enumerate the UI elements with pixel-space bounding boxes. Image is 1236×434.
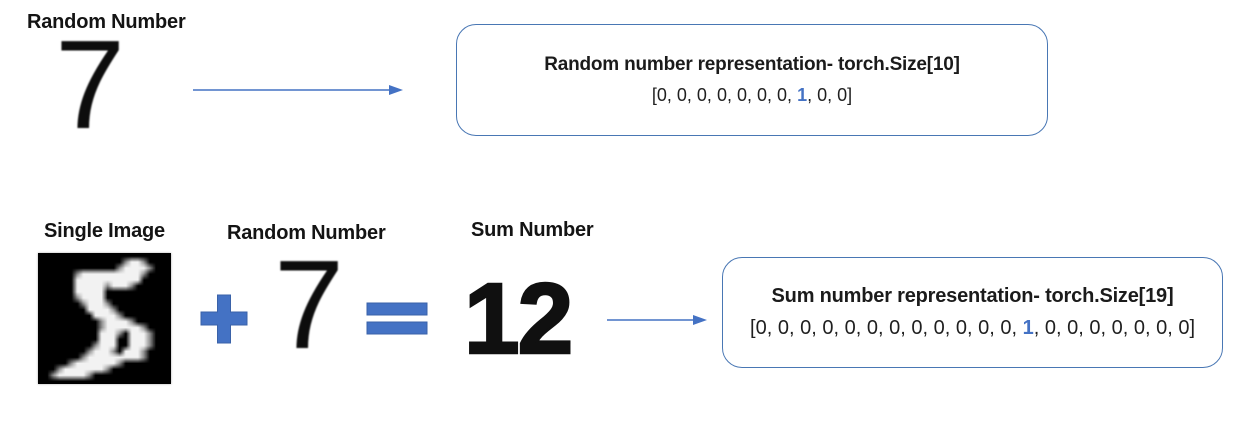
flow-arrow-icon-top (193, 85, 403, 95)
plus-icon (200, 294, 248, 344)
sum-representation-vector: [0, 0, 0, 0, 0, 0, 0, 0, 0, 0, 0, 0, 1, … (750, 317, 1195, 339)
equals-icon (366, 302, 428, 335)
random-number-digit-top: 7 (55, 14, 126, 155)
single-image-label: Single Image (44, 220, 165, 242)
sum-number-value: 12 (463, 263, 575, 375)
random-number-digit-bottom: 7 (274, 234, 345, 375)
random-representation-box: Random number representation- torch.Size… (456, 24, 1048, 136)
sum-number-label: Sum Number (471, 219, 594, 241)
mnist-digit-5-image (38, 253, 171, 384)
random-number-label-top: Random Number (27, 11, 186, 33)
mnist-digit-5-canvas (38, 253, 171, 384)
random-number-label-bottom: Random Number (227, 222, 386, 244)
sum-representation-box: Sum number representation- torch.Size[19… (722, 257, 1223, 368)
random-representation-vector: [0, 0, 0, 0, 0, 0, 0, 1, 0, 0] (651, 85, 853, 105)
flow-arrow-icon-bottom (607, 315, 707, 325)
sum-representation-title: Sum number representation- torch.Size[19… (771, 285, 1174, 307)
random-representation-title: Random number representation- torch.Size… (544, 54, 960, 75)
